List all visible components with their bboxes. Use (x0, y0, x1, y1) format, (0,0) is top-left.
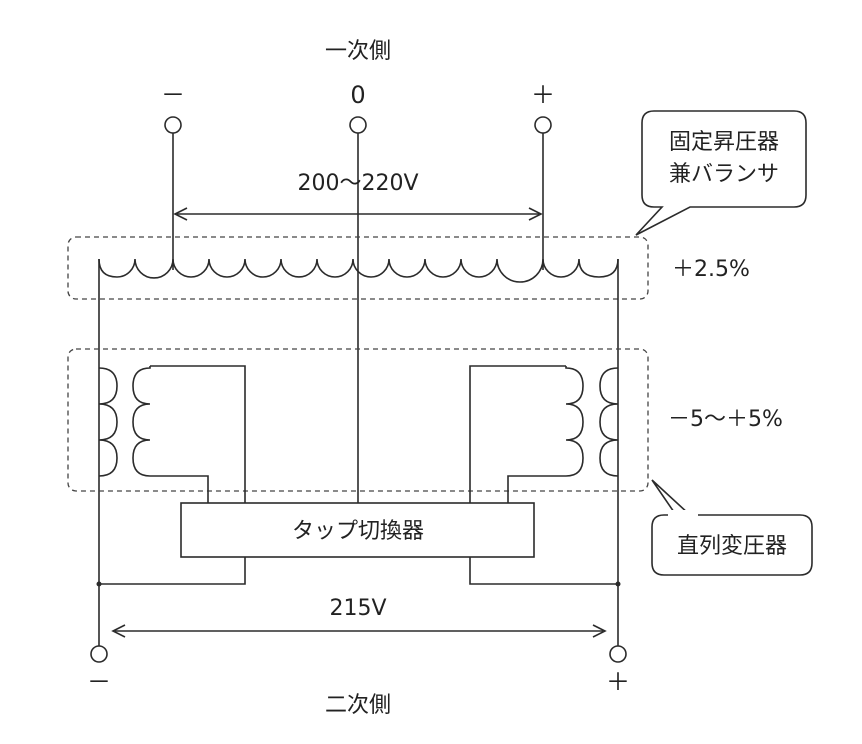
booster-callout-bubble (635, 110, 807, 236)
primary-voltage-arrow (173, 207, 543, 221)
secondary-plus-terminal (609, 645, 627, 663)
left-junction-dot (96, 581, 102, 587)
secondary-plus-sign: ＋ (606, 668, 630, 696)
secondary-minus-terminal (90, 645, 108, 663)
right-series-rail-winding (599, 367, 619, 477)
primary-zero-label: 0 (350, 81, 365, 109)
series-callout-label: 直列変圧器 (677, 534, 787, 559)
tap-changer-label: タップ切換器 (292, 519, 424, 544)
right-output-wire (469, 557, 618, 585)
right-junction-dot (615, 581, 621, 587)
left-series-rail-winding (98, 367, 118, 477)
series-callout-bubble (651, 479, 813, 576)
booster-group-outline (67, 236, 649, 300)
right-series-return (469, 365, 566, 503)
booster-callout-line2: 兼バランサ (669, 162, 779, 187)
left-output-wire (99, 557, 246, 585)
secondary-side-title: 二次側 (325, 693, 391, 718)
booster-winding (98, 258, 619, 283)
booster-range-label: ＋2.5% (672, 257, 750, 282)
left-series-winding (132, 366, 209, 503)
series-group-outline (67, 348, 649, 492)
primary-minus-sign: － (161, 81, 185, 109)
primary-neutral-terminal (349, 116, 367, 134)
primary-minus-terminal (164, 116, 182, 134)
primary-side-title: 一次側 (325, 39, 391, 64)
series-range-label: －5〜＋5% (668, 407, 783, 432)
primary-plus-terminal (534, 116, 552, 134)
left-series-return (150, 365, 246, 503)
tap-changer-box (180, 502, 535, 558)
secondary-minus-sign: － (87, 668, 111, 696)
primary-voltage-label: 200〜220V (297, 171, 418, 196)
secondary-voltage-arrow (111, 624, 607, 638)
primary-plus-sign: ＋ (531, 81, 555, 109)
booster-callout-line1: 固定昇圧器 (669, 130, 779, 155)
secondary-voltage-label: 215V (329, 596, 386, 621)
right-series-winding (507, 366, 584, 503)
